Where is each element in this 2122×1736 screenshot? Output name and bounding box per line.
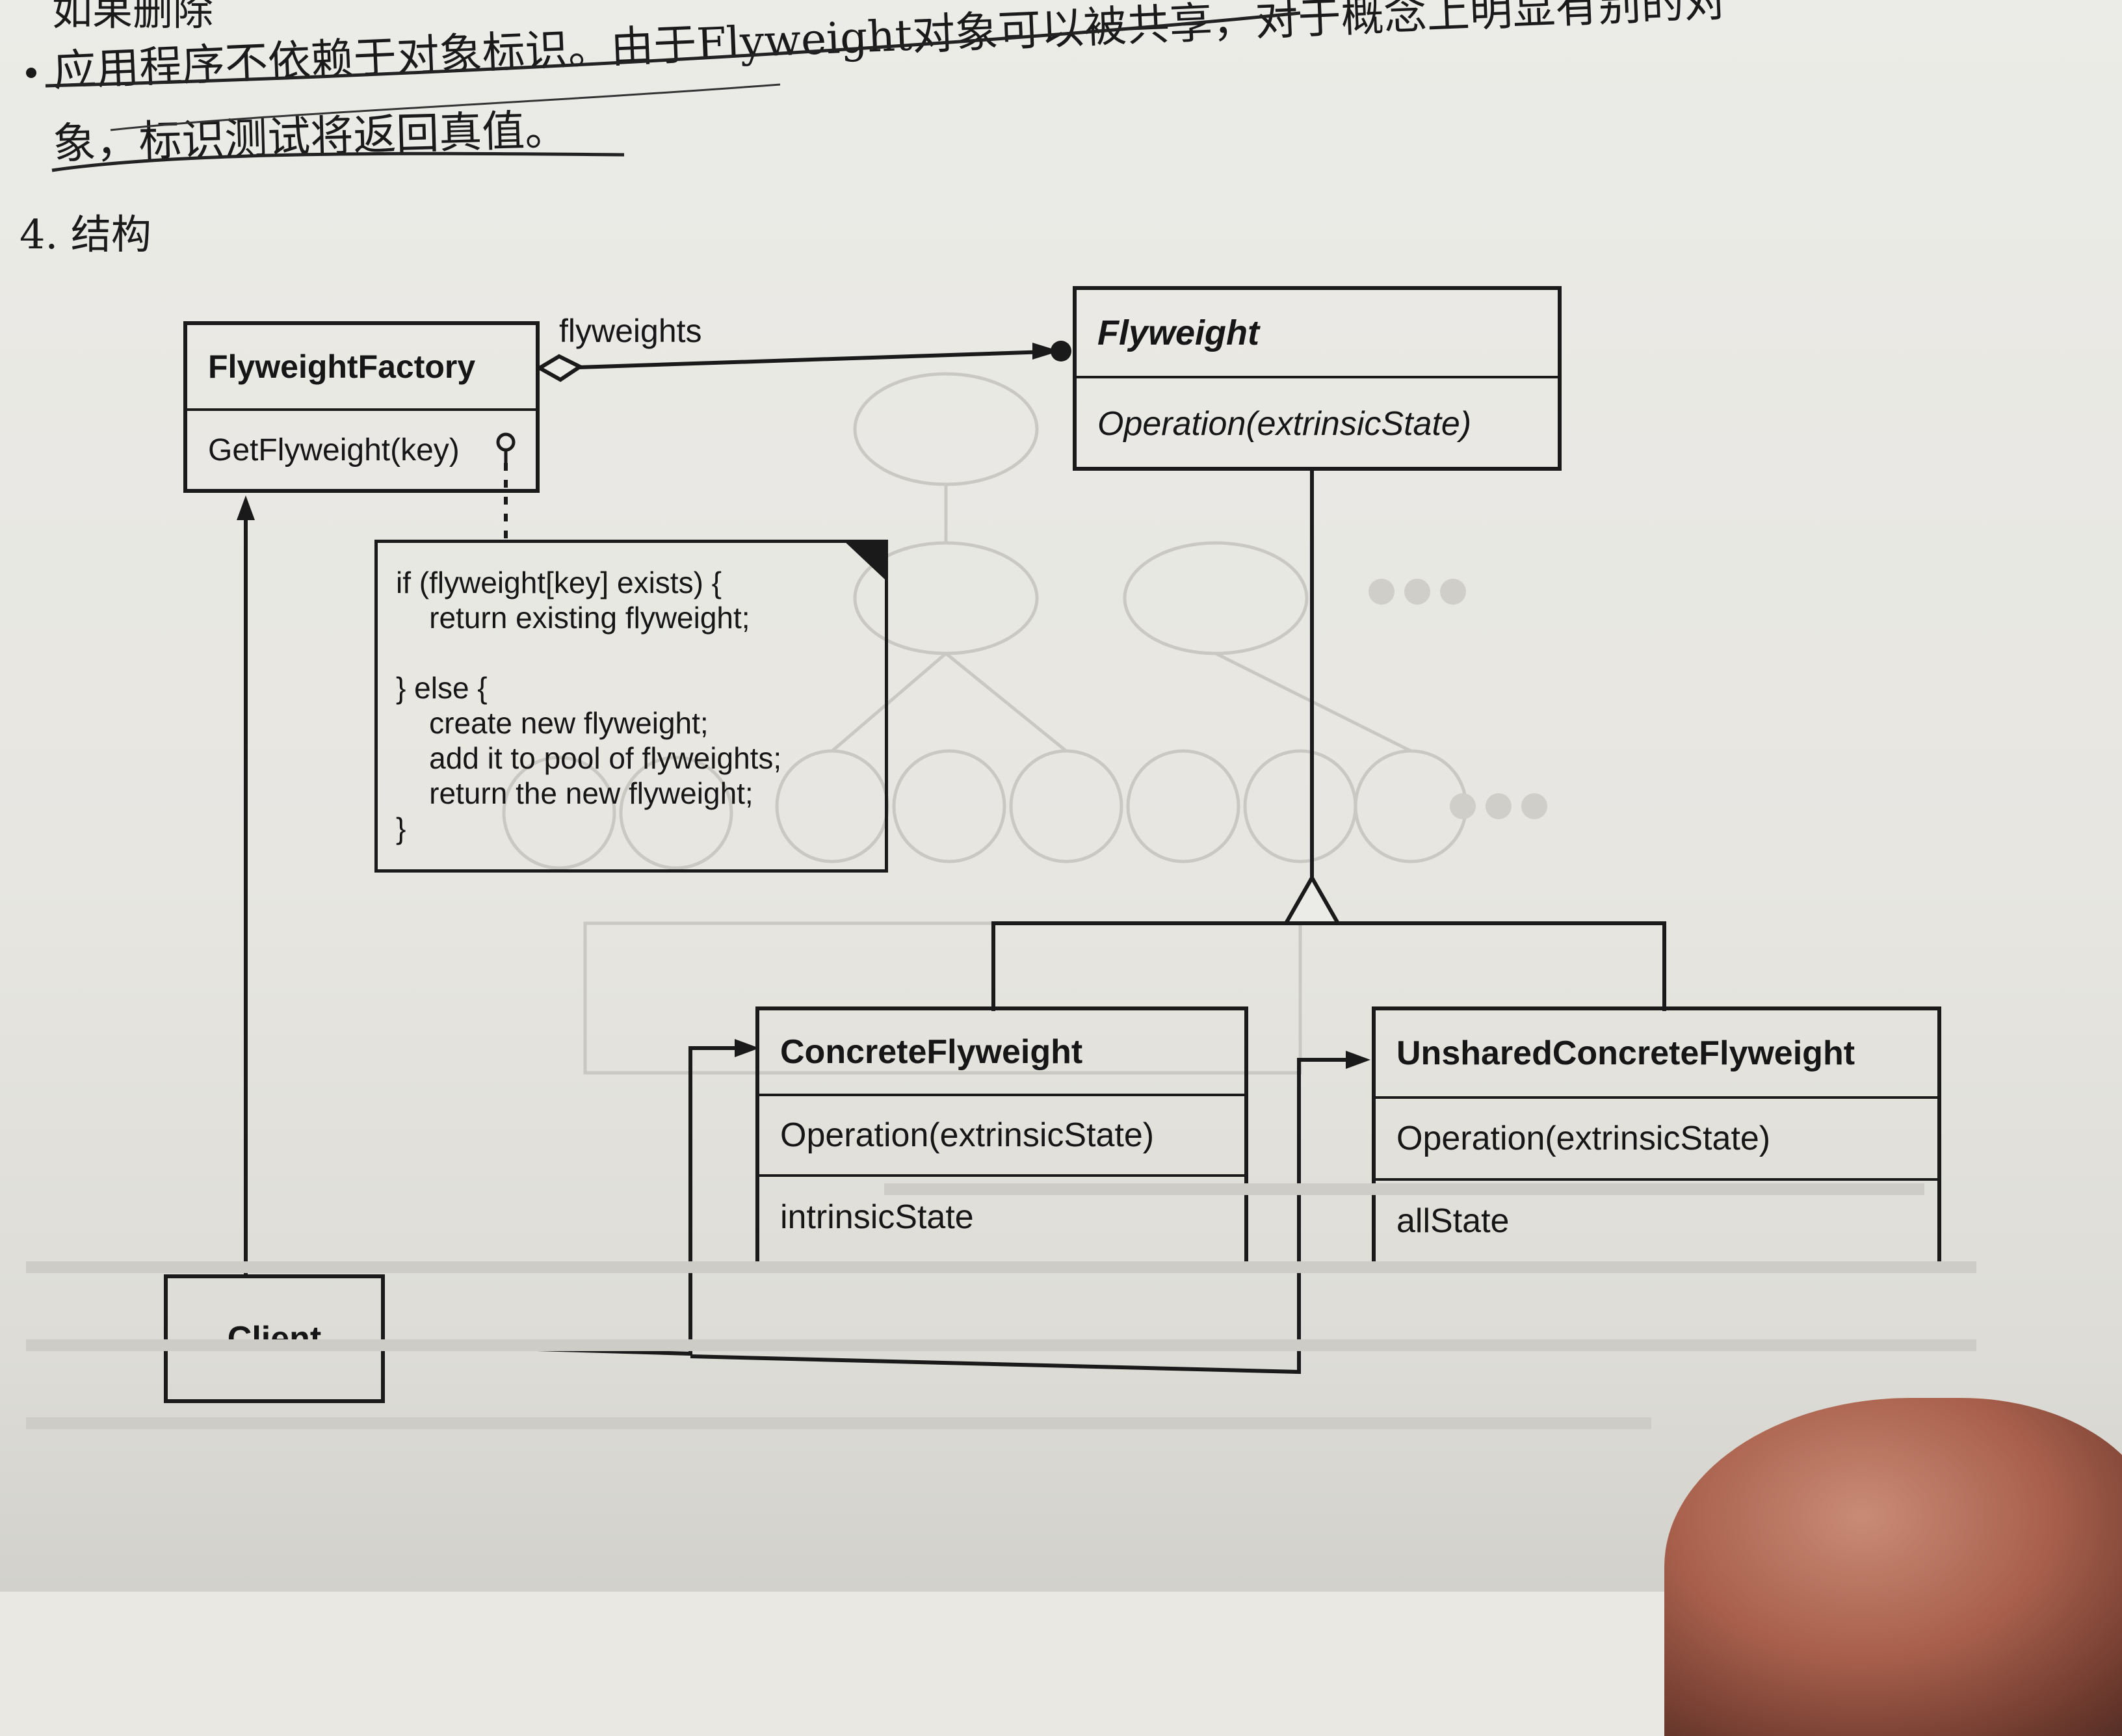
note-line-2: return existing flyweight; — [396, 601, 750, 635]
class-divider — [187, 408, 536, 411]
class-divider — [1376, 1096, 1937, 1099]
get-flyweight-operation: GetFlyweight(key) — [208, 432, 460, 467]
concrete-flyweight-class: ConcreteFlyweight Operation(extrinsicSta… — [755, 1006, 1248, 1265]
client-class: Client — [164, 1274, 385, 1403]
section-heading: 4. 结构 — [20, 211, 151, 258]
client-name: Client — [227, 1320, 322, 1358]
unshared-concrete-flyweight-operation: Operation(extrinsicState) — [1396, 1120, 1771, 1157]
flyweight-name: Flyweight — [1097, 313, 1260, 352]
flyweights-association-label: flyweights — [559, 313, 702, 349]
class-divider — [759, 1174, 1244, 1177]
note-line-4: } else { — [396, 671, 488, 705]
get-flyweight-note: if (flyweight[key] exists) { return exis… — [374, 540, 888, 873]
all-state-attribute: allState — [1396, 1202, 1510, 1240]
flyweight-factory-class: FlyweightFactory GetFlyweight(key) — [183, 321, 540, 493]
note-line-5: create new flyweight; — [396, 706, 709, 740]
top-partial-line: 如果删除 — [52, 0, 214, 34]
flyweight-factory-name: FlyweightFactory — [208, 349, 476, 385]
note-line-6: add it to pool of flyweights; — [396, 741, 782, 775]
note-line-1: if (flyweight[key] exists) { — [396, 566, 722, 599]
show-through-graphics — [502, 372, 1547, 1075]
class-divider — [1376, 1178, 1937, 1181]
note-line-8: } — [396, 811, 406, 845]
unshared-concrete-flyweight-name: UnsharedConcreteFlyweight — [1396, 1034, 1855, 1072]
pen-underlines — [45, 11, 1301, 172]
intrinsic-state-attribute: intrinsicState — [780, 1198, 974, 1236]
unshared-concrete-flyweight-class: UnsharedConcreteFlyweight Operation(extr… — [1372, 1006, 1941, 1269]
show-through-text-lines — [26, 1183, 1976, 1429]
class-divider — [1077, 376, 1558, 378]
flyweight-operation: Operation(extrinsicState) — [1097, 405, 1472, 443]
bullet-dot — [26, 68, 36, 78]
concrete-flyweight-name: ConcreteFlyweight — [780, 1033, 1083, 1071]
note-line-7: return the new flyweight; — [396, 776, 753, 810]
concrete-flyweight-operation: Operation(extrinsicState) — [780, 1116, 1155, 1154]
flyweight-class: Flyweight Operation(extrinsicState) — [1073, 286, 1562, 471]
class-divider — [759, 1094, 1244, 1096]
